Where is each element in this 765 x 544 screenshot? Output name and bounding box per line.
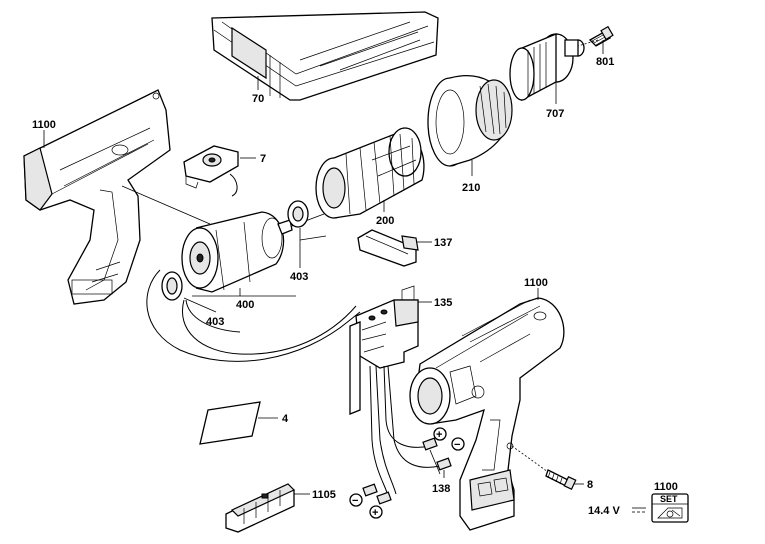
plus-marker-bottom: + bbox=[369, 505, 383, 519]
label-210: 210 bbox=[462, 182, 480, 194]
label-403-top: 403 bbox=[290, 271, 308, 283]
label-135: 135 bbox=[434, 297, 452, 309]
label-plate-part bbox=[199, 401, 261, 445]
minus-marker-bottom: − bbox=[349, 493, 363, 507]
minus-symbol: − bbox=[454, 439, 460, 451]
motor-wire bbox=[146, 269, 361, 362]
label-400: 400 bbox=[236, 299, 254, 311]
reverse-lever-part bbox=[357, 229, 419, 267]
front-housing-part bbox=[427, 75, 513, 167]
label-7: 7 bbox=[260, 153, 266, 165]
wire-connector bbox=[362, 437, 452, 505]
label-200: 200 bbox=[376, 215, 394, 227]
label-707: 707 bbox=[546, 108, 564, 120]
set-kit-callout: 1100 14.4 V SET bbox=[588, 481, 689, 523]
voltage-label: 14.4 V bbox=[588, 505, 620, 517]
label-137: 137 bbox=[434, 237, 452, 249]
battery-contact-part bbox=[225, 483, 296, 533]
label-4: 4 bbox=[282, 413, 289, 425]
set-box-label: SET bbox=[660, 494, 678, 504]
switch-part bbox=[349, 285, 419, 415]
keyless-chuck-part bbox=[509, 33, 585, 102]
housing-right-part bbox=[409, 297, 565, 531]
label-801: 801 bbox=[596, 56, 614, 68]
drill-case-icon bbox=[657, 507, 683, 519]
release-button-part bbox=[183, 145, 239, 197]
housing-screw-part bbox=[545, 469, 577, 491]
minus-symbol-bottom: − bbox=[352, 495, 358, 507]
label-8: 8 bbox=[587, 479, 593, 491]
carrying-case-part bbox=[211, 11, 439, 101]
gearbox-part bbox=[315, 127, 425, 219]
minus-marker: − bbox=[451, 437, 465, 451]
motor-wire-2 bbox=[182, 299, 357, 355]
label-1100-left: 1100 bbox=[32, 119, 56, 131]
housing-left-part bbox=[23, 89, 171, 305]
label-403-bottom: 403 bbox=[206, 316, 224, 328]
motor-ring-part bbox=[161, 271, 183, 301]
label-138: 138 bbox=[432, 483, 450, 495]
plus-marker: + bbox=[433, 427, 447, 441]
label-70: 70 bbox=[252, 93, 264, 105]
motor-part bbox=[181, 211, 293, 293]
dc-symbol-icon bbox=[632, 507, 646, 513]
label-1105: 1105 bbox=[312, 489, 336, 501]
plus-symbol: + bbox=[436, 429, 442, 441]
plus-symbol-bottom: + bbox=[372, 507, 378, 519]
chuck-screw-part bbox=[588, 25, 614, 47]
bearing-403-part bbox=[287, 200, 309, 228]
label-1100-right: 1100 bbox=[524, 277, 548, 289]
label-1100-set: 1100 bbox=[654, 481, 678, 493]
